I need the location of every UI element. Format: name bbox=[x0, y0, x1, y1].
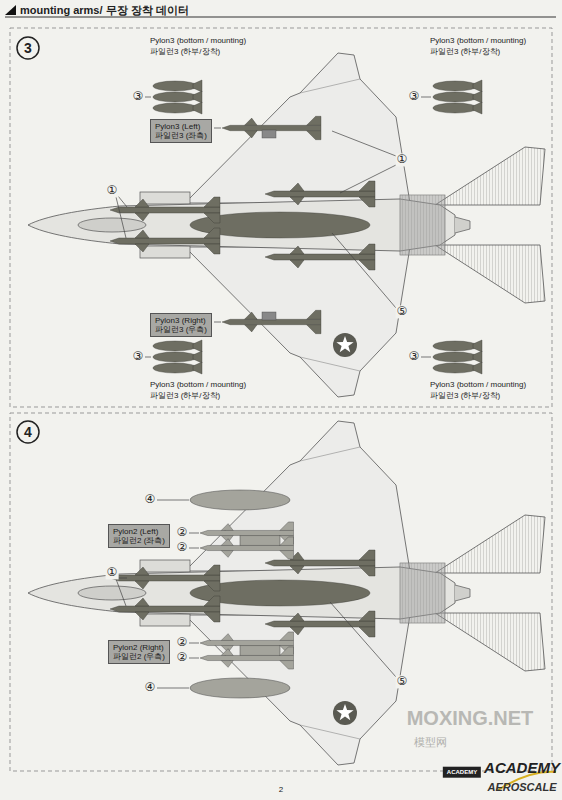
label-text: Pylon3 (bottom / mounting) bbox=[430, 381, 526, 390]
page-heading: mounting arms/ 무장 장착 데이터 bbox=[20, 4, 189, 16]
step-number: 3 bbox=[16, 36, 40, 60]
node-text: Pylon2 (Right) bbox=[113, 643, 165, 652]
pylon-label-box: Pylon3 (Left)파일런3 (좌측) bbox=[150, 119, 212, 143]
step-panel bbox=[10, 413, 552, 771]
pylon-label-box: Pylon2 (Right)파일런2 (우측) bbox=[108, 640, 170, 664]
callout-number: ① bbox=[106, 566, 119, 579]
pylon-label-box: Pylon2 (Left)파일런2 (좌측) bbox=[108, 524, 170, 548]
label-text: 파일런3 (하부/장착) bbox=[150, 392, 220, 401]
node-text: 3 bbox=[16, 36, 40, 60]
callout-number: ① bbox=[106, 184, 119, 197]
callout-number: ② bbox=[176, 541, 189, 554]
callout-number: ⑤ bbox=[396, 305, 409, 318]
node-text: 파일런2 (우측) bbox=[113, 652, 165, 661]
callout-number: ⑤ bbox=[396, 675, 409, 688]
leader-lines bbox=[116, 97, 431, 688]
label-text: Pylon3 (bottom / mounting) bbox=[150, 37, 246, 46]
brand-logo: AEROSCALE bbox=[487, 781, 556, 793]
node-text: Pylon2 (Left) bbox=[113, 527, 165, 536]
callout-number: ③ bbox=[132, 90, 145, 103]
header-bar bbox=[5, 5, 556, 17]
callout-number: ④ bbox=[144, 681, 157, 694]
watermark: 模型网 bbox=[414, 736, 447, 748]
watermark: MOXING.NET bbox=[407, 707, 534, 729]
callout-number: ③ bbox=[408, 350, 421, 363]
label-text: 파일런3 (하부/장착) bbox=[430, 392, 500, 401]
label-text: Pylon3 (bottom / mounting) bbox=[150, 381, 246, 390]
brand-logo: ACADEMY bbox=[484, 760, 560, 777]
callout-number: ② bbox=[176, 636, 189, 649]
step-panel bbox=[10, 28, 552, 407]
step-number: 4 bbox=[16, 420, 40, 444]
callout-number: ① bbox=[396, 153, 409, 166]
page-number: 2 bbox=[279, 786, 283, 795]
node-text: 파일런2 (좌측) bbox=[113, 536, 165, 545]
step4-aircraft bbox=[28, 421, 545, 765]
label-text: 파일런3 (하부/장착) bbox=[150, 48, 220, 57]
callout-number: ③ bbox=[132, 350, 145, 363]
pylon-label-box: Pylon3 (Right)파일런3 (우측) bbox=[150, 313, 212, 337]
node-text: Pylon3 (Right) bbox=[155, 316, 207, 325]
step3-aircraft bbox=[28, 53, 545, 397]
node-text: 파일런3 (우측) bbox=[155, 325, 207, 334]
callout-number: ④ bbox=[144, 493, 157, 506]
node-text: Pylon3 (Left) bbox=[155, 122, 207, 131]
callout-number: ③ bbox=[408, 90, 421, 103]
node-text: 4 bbox=[16, 420, 40, 444]
label-text: Pylon3 (bottom / mounting) bbox=[430, 37, 526, 46]
label-text: 파일런3 (하부/장착) bbox=[430, 48, 500, 57]
callout-number: ② bbox=[176, 651, 189, 664]
node-text: 파일런3 (좌측) bbox=[155, 131, 207, 140]
brand-logo: ACADEMY bbox=[443, 767, 481, 778]
callout-number: ② bbox=[176, 526, 189, 539]
